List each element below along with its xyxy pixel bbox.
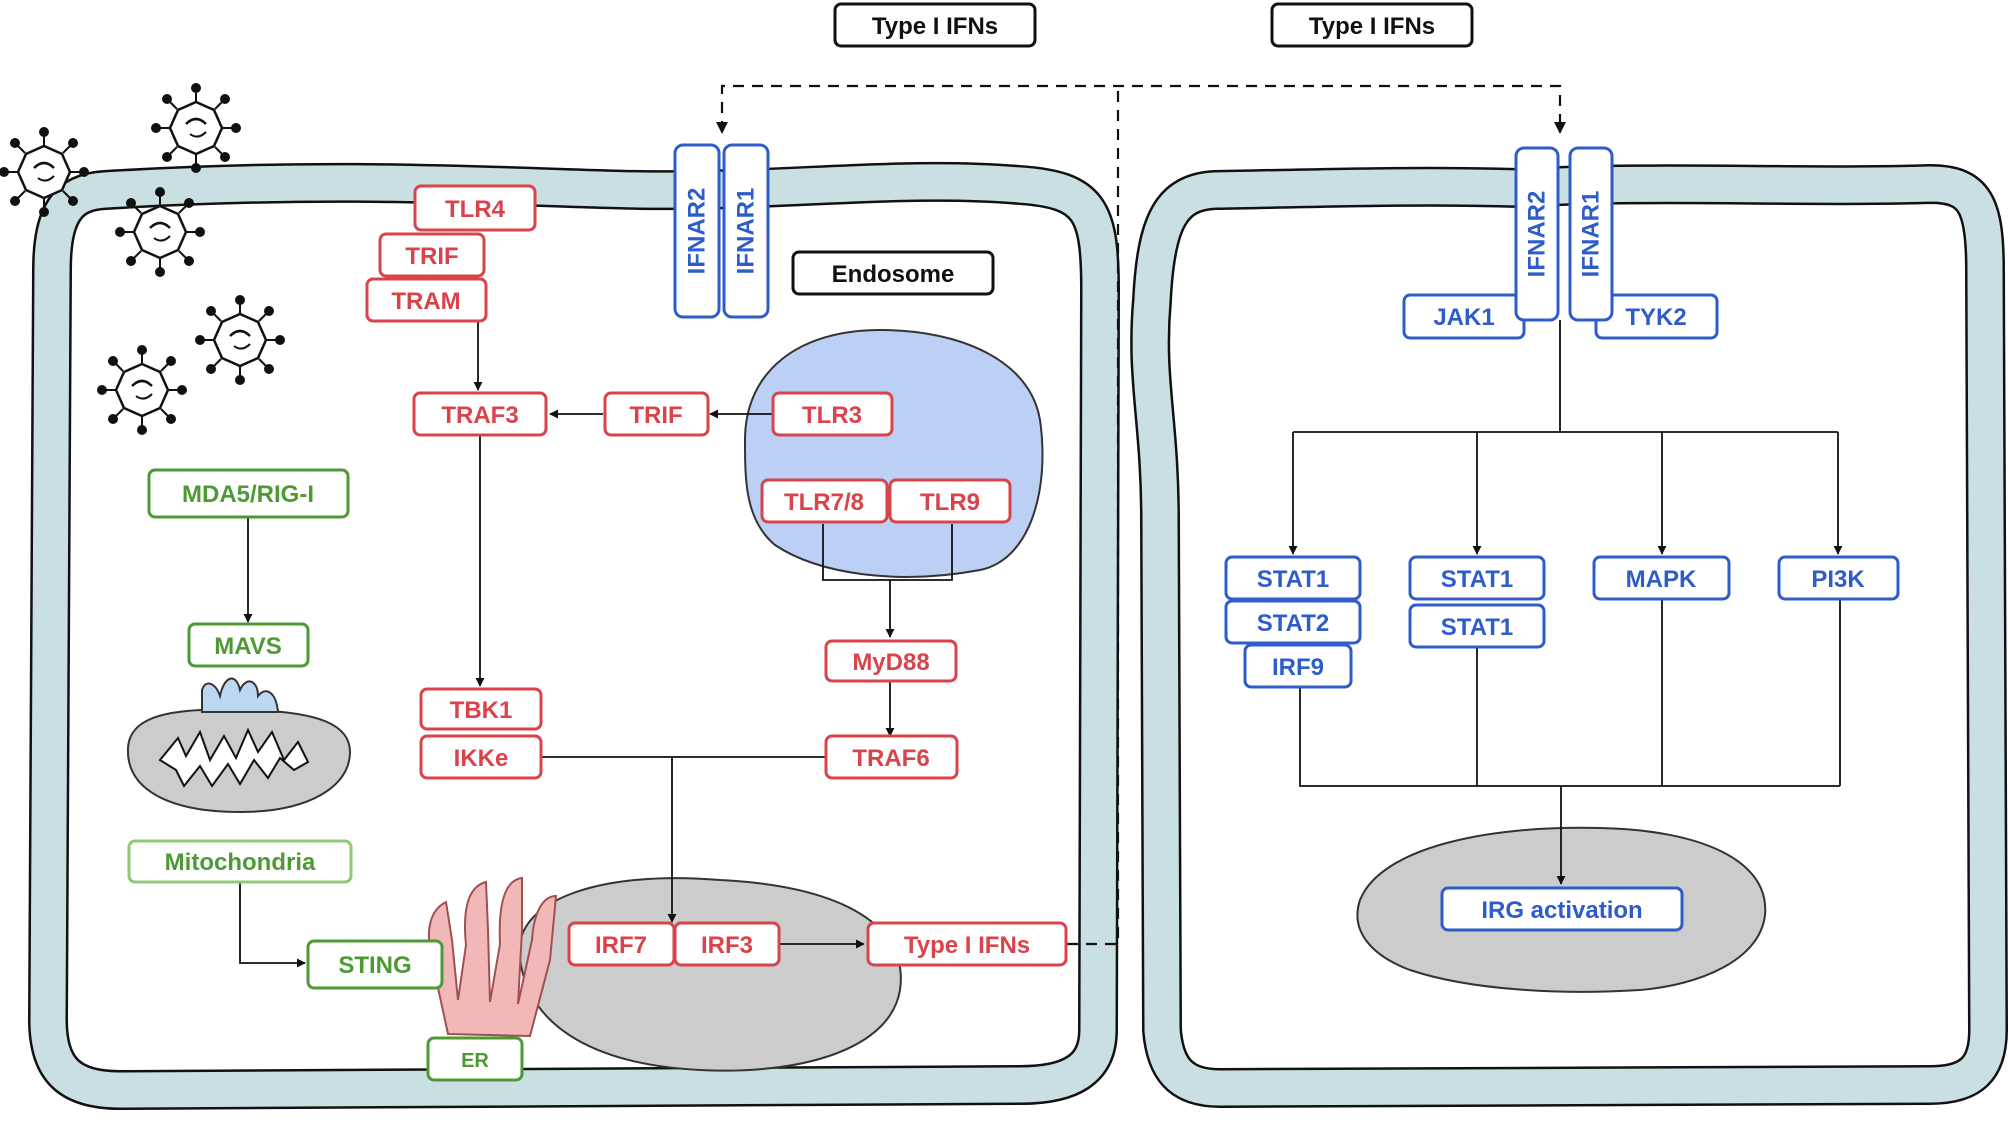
tbk1-label: TBK1: [450, 697, 513, 724]
tlr9-box: [888, 478, 1012, 524]
tram-label: TRAM: [391, 288, 460, 315]
mda5-rigi-label: MDA5/RIG-I: [182, 481, 314, 508]
type1-ifns-label-right-box: [1270, 2, 1474, 48]
trif-mid-label: TRIF: [629, 402, 682, 429]
stat1-a-label: STAT1: [1257, 566, 1329, 593]
pi3k-box: [1777, 555, 1900, 601]
stat1-b-box: [1408, 555, 1546, 601]
er-box: [426, 1036, 524, 1082]
ifnar2-left-label: IFNAR2: [684, 188, 711, 275]
mavs-label: MAVS: [214, 633, 282, 660]
virus-icon: [0, 125, 91, 219]
irg-activation-box: [1440, 886, 1684, 932]
trif-mid-box: [603, 391, 710, 437]
trif-upper-box: [378, 232, 486, 278]
mda5-rigi-box: [147, 468, 350, 519]
stat2-label: STAT2: [1257, 610, 1329, 637]
myd88-label: MyD88: [852, 649, 929, 676]
irf3-box: [673, 921, 781, 967]
type1-ifns-output-box: [866, 921, 1068, 967]
traf6-label: TRAF6: [852, 745, 929, 772]
ikke-label: IKKe: [454, 745, 509, 772]
virus-icon: [149, 81, 243, 175]
pi3k-label: PI3K: [1811, 566, 1865, 593]
ifnar2-left-box: [673, 143, 721, 319]
jak1-label: JAK1: [1433, 304, 1494, 331]
ifnar2-right-label: IFNAR2: [1524, 191, 1551, 278]
tlr78-box: [760, 478, 889, 524]
tlr4-box: [413, 184, 537, 232]
er-label: ER: [461, 1050, 489, 1072]
stat1-b-label: STAT1: [1441, 566, 1513, 593]
irf9-box: [1243, 643, 1353, 689]
mavs-membrane-icon: [201, 677, 280, 713]
endosome-shape: [743, 328, 1044, 578]
tlr9-label: TLR9: [920, 489, 980, 516]
er-shape: [427, 876, 558, 1038]
ikke-box: [419, 734, 543, 780]
type1-ifns-output-label: Type I IFNs: [904, 932, 1030, 959]
irf7-label: IRF7: [595, 932, 647, 959]
tbk1-box: [419, 687, 543, 731]
ifnar1-left-box: [722, 143, 770, 319]
myd88-box: [824, 639, 958, 683]
tram-box: [365, 277, 488, 323]
traf3-box: [412, 391, 548, 437]
nucleus-left-shape: [518, 877, 902, 1072]
ifnar1-left-label: IFNAR1: [733, 188, 760, 275]
endosome-label-box: [791, 250, 995, 296]
sting-label: STING: [338, 952, 411, 979]
stat2-box: [1224, 599, 1362, 645]
virus-icon: [95, 343, 189, 437]
traf6-box: [824, 734, 959, 780]
tyk2-label: TYK2: [1625, 304, 1686, 331]
mitochondria-box: [127, 839, 353, 884]
stat1-c-label: STAT1: [1441, 614, 1513, 641]
traf3-label: TRAF3: [441, 402, 518, 429]
endosome-label: Endosome: [832, 261, 955, 288]
virus-icon: [193, 293, 287, 387]
stat1-a-box: [1224, 555, 1362, 601]
irf9-label: IRF9: [1272, 654, 1324, 681]
virus-icon: [113, 185, 207, 279]
type1-ifns-label-right: Type I IFNs: [1309, 13, 1435, 40]
ifnar1-right-box: [1568, 146, 1614, 322]
type1-ifns-label-left-box: [833, 2, 1037, 48]
ifnar2-right-box: [1514, 146, 1560, 322]
trif-upper-label: TRIF: [405, 243, 458, 270]
mapk-label: MAPK: [1626, 566, 1697, 593]
tlr4-label: TLR4: [445, 196, 506, 223]
irf3-label: IRF3: [701, 932, 753, 959]
tlr3-box: [771, 391, 894, 437]
stat1-c-box: [1408, 603, 1546, 649]
ifnar1-right-label: IFNAR1: [1578, 191, 1605, 278]
tlr3-label: TLR3: [802, 402, 862, 429]
mitochondria-label: Mitochondria: [165, 849, 316, 876]
mapk-box: [1592, 555, 1731, 601]
type1-ifns-label-left: Type I IFNs: [872, 13, 998, 40]
irg-activation-label: IRG activation: [1481, 897, 1642, 924]
sting-box: [306, 939, 444, 990]
tlr78-label: TLR7/8: [784, 489, 864, 516]
mavs-box: [187, 622, 310, 668]
